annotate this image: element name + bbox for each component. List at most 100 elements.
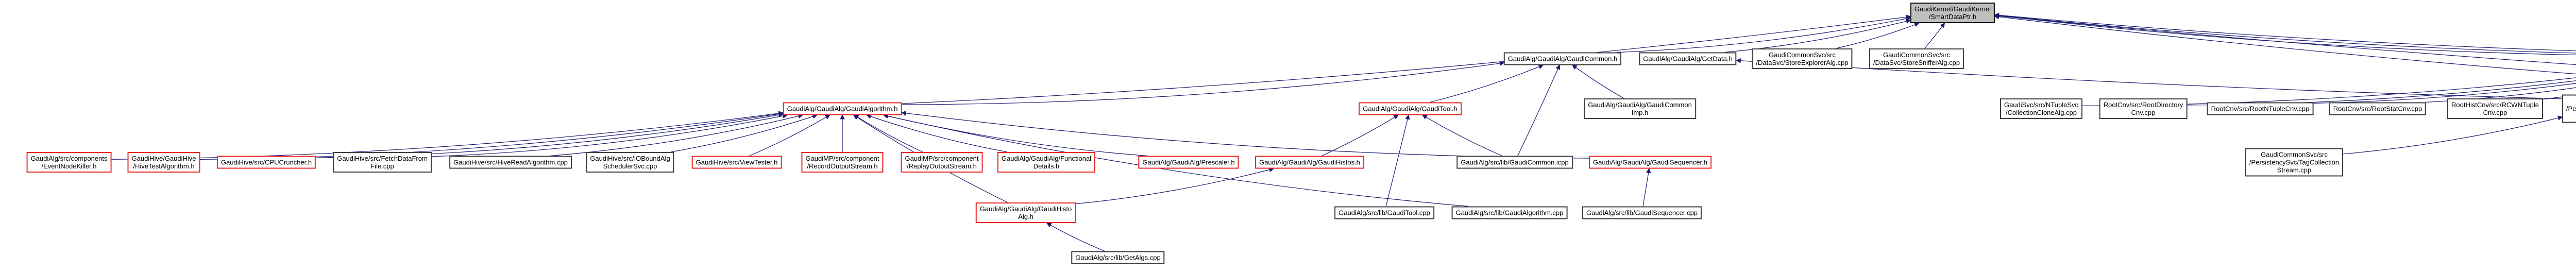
- edge-gauditool_cpp-to-gauditool_h: [1385, 114, 1410, 207]
- graph-node-gauditool_h[interactable]: GaudiAlg/GaudiAlg/GaudiTool.h: [1359, 102, 1462, 115]
- node-label-line: GaudiAlg/GaudiAlg/GaudiCommon.h: [1507, 55, 1618, 63]
- node-label-line: GaudiAlg/GaudiAlg/Prescaler.h: [1142, 158, 1235, 166]
- node-label-line: GaudiMP/src/component: [805, 155, 879, 162]
- node-label-line: GaudiAlg/GaudiAlg/GaudiSequencer.h: [1593, 158, 1707, 166]
- graph-node-gaudialgorithm_cpp[interactable]: GaudiAlg/src/lib/GaudiAlgorithm.cpp: [1451, 206, 1568, 219]
- edge-ntupleimpl-to-smartdataptr: [1994, 13, 2576, 65]
- graph-node-getalgs[interactable]: GaudiAlg/src/lib/GetAlgs.cpp: [1071, 251, 1165, 264]
- edge-gaudicommon_h-to-smartdataptr: [1617, 16, 1911, 53]
- node-label-line: GaudiAlg/src/lib/GaudiCommon.icpp: [1461, 158, 1569, 166]
- node-label-line: Cnv.cpp: [2131, 109, 2156, 116]
- edge-ioboundalg-to-gaudialgorithm_h: [671, 114, 818, 152]
- node-label-line: GaudiHive/src/HiveReadAlgorithm.cpp: [453, 158, 568, 166]
- node-label-line: GaudiCommonSvc/src: [1768, 51, 1836, 59]
- edge-viewtester-to-gaudialgorithm_h: [749, 114, 831, 157]
- node-label-line: RootHistCnv/src/RCWNTuple: [2451, 101, 2539, 109]
- graph-node-hivetestalg[interactable]: GaudiHive/GaudiHive/HiveTestAlgorithm.h: [127, 152, 200, 173]
- graph-node-gaudihistos[interactable]: GaudiAlg/GaudiAlg/GaudiHistos.h: [1255, 156, 1364, 169]
- edge-hivetestalg-to-gaudialgorithm_h: [200, 111, 784, 160]
- node-label-line: /PersistencySvc/TagCollection: [2566, 105, 2576, 113]
- node-label-line: /DataSvc/StoreSnifferAlg.cpp: [1873, 59, 1960, 66]
- node-label-line: GaudiCommonSvc/src: [2566, 97, 2576, 105]
- graph-node-gaudisequencer_cpp[interactable]: GaudiAlg/src/lib/GaudiSequencer.cpp: [1582, 206, 1702, 219]
- edge-gaudicommonicpp-to-gauditool_h: [1422, 114, 1502, 157]
- edge-storeexplorer-to-smartdataptr: [1836, 22, 1920, 49]
- node-label-line: Alg.h: [1018, 213, 1033, 220]
- node-label-line: SchedulerSvc.cpp: [603, 162, 657, 170]
- graph-node-rootstatcnv[interactable]: RootCnv/src/RootStatCnv.cpp: [2329, 102, 2427, 115]
- node-label-line: GaudiSvc/src/NTupleSvc: [2004, 101, 2079, 109]
- edge-fetchdata-to-gaudialgorithm_h: [431, 113, 788, 157]
- node-label-line: Stream.cpp: [2277, 166, 2312, 174]
- node-label-line: GaudiAlg/src/lib/GaudiAlgorithm.cpp: [1455, 209, 1564, 217]
- graph-node-collectionclone[interactable]: GaudiSvc/src/NTupleSvc/CollectionCloneAl…: [1999, 98, 2083, 119]
- edge-gaudialgorithm_h-to-gaudicommon_h: [902, 61, 1505, 105]
- graph-node-viewtester[interactable]: GaudiHive/src/ViewTester.h: [691, 156, 782, 169]
- node-label-line: GaudiAlg/GaudiAlg/GaudiAlgorithm.h: [787, 105, 898, 113]
- node-label-line: /PersistencySvc/TagCollection: [2249, 158, 2340, 166]
- graph-node-storesniffer[interactable]: GaudiCommonSvc/src/DataSvc/StoreSnifferA…: [1869, 48, 1964, 69]
- node-label-line: GaudiHive/src/ViewTester.h: [696, 158, 778, 166]
- graph-node-gaudicommonicpp[interactable]: GaudiAlg/src/lib/GaudiCommon.icpp: [1456, 156, 1573, 169]
- node-label-line: /SmartDataPtr.h: [1928, 13, 1977, 21]
- edge-gaudialgorithm_cpp-to-gaudialgorithm_h: [883, 113, 1468, 207]
- graph-node-eventnodekiller[interactable]: GaudiAlg/src/components/EventNodeKiller.…: [26, 152, 112, 173]
- node-label-line: GaudiCommonSvc/src: [1883, 51, 1951, 59]
- graph-node-tagcollstream_h[interactable]: GaudiCommonSvc/src/PersistencySvc/TagCol…: [2562, 94, 2576, 123]
- node-label-line: GaudiAlg/GaudiAlg/GaudiCommon: [1588, 101, 1692, 109]
- graph-node-smartdataptr[interactable]: GaudiKernel/GaudiKernel/SmartDataPtr.h: [1910, 3, 1995, 23]
- graph-node-gauditool_cpp[interactable]: GaudiAlg/src/lib/GaudiTool.cpp: [1334, 206, 1434, 219]
- node-label-line: Details.h: [1033, 162, 1060, 170]
- node-label-line: GaudiAlg/src/components: [30, 155, 108, 162]
- graph-node-replayoutput[interactable]: GaudiMP/src/component/ReplayOutputStream…: [901, 152, 983, 173]
- node-label-line: Cnv.cpp: [2483, 109, 2507, 116]
- node-label-line: GaudiHive/src/IOBoundAlg: [590, 155, 670, 162]
- edge-cpucruncher-to-gaudialgorithm_h: [315, 112, 784, 158]
- graph-node-rootntuplecnv[interactable]: RootCnv/src/RootNTupleCnv.cpp: [2207, 102, 2314, 115]
- node-label-line: GaudiHive/GaudiHive: [131, 155, 196, 162]
- graph-node-gaudialgorithm_h[interactable]: GaudiAlg/GaudiAlg/GaudiAlgorithm.h: [783, 102, 902, 115]
- graph-node-gaudicommon_h[interactable]: GaudiAlg/GaudiAlg/GaudiCommon.h: [1503, 52, 1622, 65]
- node-label-line: GaudiMP/src/component: [905, 155, 979, 162]
- graph-node-prescaler[interactable]: GaudiAlg/GaudiAlg/Prescaler.h: [1138, 156, 1239, 169]
- edge-smartdatalocator-to-smartdataptr: [1994, 13, 2576, 54]
- edge-gaudicommonicpp-to-gaudicommon_h: [1517, 64, 1561, 156]
- edge-perssvc-to-smartdataptr: [1994, 12, 2576, 52]
- edge-getdata_h-to-smartdataptr: [1725, 19, 1911, 53]
- graph-node-gaudisequencer_h[interactable]: GaudiAlg/GaudiAlg/GaudiSequencer.h: [1589, 156, 1711, 169]
- edge-hivereadalg-to-gaudialgorithm_h: [550, 113, 803, 157]
- node-label-line: GaudiAlg/src/lib/GaudiSequencer.cpp: [1586, 209, 1698, 217]
- graph-node-getdata_h[interactable]: GaudiAlg/GaudiAlg/GetData.h: [1639, 52, 1737, 65]
- node-label-line: GaudiKernel/GaudiKernel: [1914, 5, 1991, 13]
- edge-gaudialgorithm_h-to-smartdataptr: [902, 14, 1911, 104]
- node-label-line: GaudiAlg/src/lib/GaudiTool.cpp: [1338, 209, 1430, 217]
- node-label-line: File.cpp: [370, 162, 394, 170]
- node-label-line: GaudiAlg/GaudiAlg/Functional: [1001, 155, 1092, 162]
- node-label-line: RootCnv/src/RootNTupleCnv.cpp: [2211, 105, 2310, 113]
- graph-node-cpucruncher[interactable]: GaudiHive/src/CPUCruncher.h: [216, 156, 316, 169]
- edge-prescaler-to-gaudialgorithm_h: [883, 113, 1147, 157]
- node-label-line: GaudiAlg/src/lib/GetAlgs.cpp: [1075, 253, 1161, 262]
- node-label-line: /DataSvc/StoreExplorerAlg.cpp: [1756, 59, 1849, 66]
- node-label-line: /RecordOutputStream.h: [807, 162, 878, 170]
- edge-functionaldetails-to-gaudialgorithm_h: [866, 114, 1007, 152]
- node-label-line: GaudiHive/src/FetchDataFrom: [337, 155, 428, 162]
- edge-tupleobj-to-smartdataptr: [1994, 14, 2576, 75]
- edge-gaudicommonimp-to-gaudicommon_h: [1572, 64, 1624, 99]
- graph-node-tagcollstream_cpp[interactable]: GaudiCommonSvc/src/PersistencySvc/TagCol…: [2245, 148, 2344, 177]
- node-label-line: /HiveTestAlgorithm.h: [133, 162, 195, 170]
- edge-gauditool_h-to-gaudicommon_h: [1429, 64, 1544, 103]
- node-label-line: Imp.h: [1631, 109, 1649, 116]
- graph-node-recordoutput[interactable]: GaudiMP/src/component/RecordOutputStream…: [801, 152, 884, 173]
- graph-node-hivereadalg[interactable]: GaudiHive/src/HiveReadAlgorithm.cpp: [449, 156, 572, 169]
- graph-node-storeexplorer[interactable]: GaudiCommonSvc/src/DataSvc/StoreExplorer…: [1752, 48, 1853, 69]
- node-label-line: /ReplayOutputStream.h: [907, 162, 977, 170]
